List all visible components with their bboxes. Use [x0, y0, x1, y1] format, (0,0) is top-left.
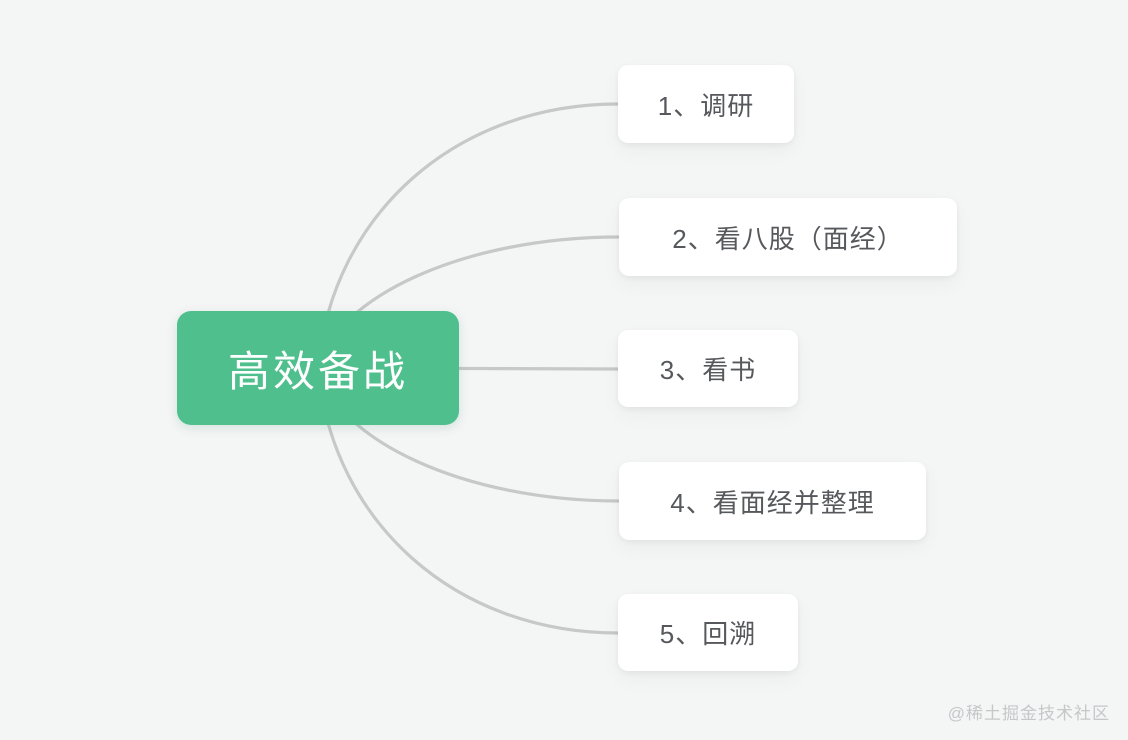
child-node-5[interactable]: 5、回溯 — [618, 594, 798, 671]
child-node-3-label: 3、看书 — [659, 355, 757, 385]
child-node-3[interactable]: 3、看书 — [618, 330, 798, 407]
connector-root-to-child-5 — [316, 366, 620, 635]
connector-root-to-child-1 — [316, 102, 620, 370]
child-node-2[interactable]: 2、看八股（面经） — [619, 198, 957, 276]
child-node-5-label: 5、回溯 — [659, 619, 757, 649]
watermark: @稀土掘金技术社区 — [947, 704, 1110, 723]
child-node-1-label: 1、调研 — [657, 90, 755, 121]
child-node-4-label: 4、看面经并整理 — [670, 487, 875, 518]
child-node-2-label: 2、看八股（面经） — [672, 223, 904, 254]
child-node-4[interactable]: 4、看面经并整理 — [619, 462, 926, 540]
child-node-1[interactable]: 1、调研 — [618, 65, 794, 143]
root-node[interactable]: 高效备战 — [177, 311, 459, 425]
root-node-label: 高效备战 — [227, 347, 408, 395]
